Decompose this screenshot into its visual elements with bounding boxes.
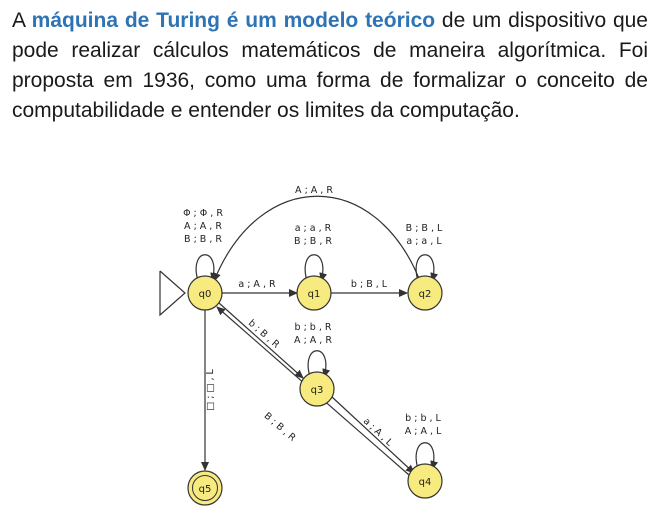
svg-text:q0: q0 — [199, 289, 212, 300]
svg-text:a ; a , R: a ; a , R — [295, 223, 332, 234]
node-q4: q4 — [407, 463, 443, 499]
edge-label-q4-q0: B ; B , R — [262, 411, 298, 444]
svg-text:A ; A , R: A ; A , R — [294, 335, 332, 346]
svg-text:B ; B , R: B ; B , R — [294, 236, 332, 247]
svg-text:B ; B , L: B ; B , L — [406, 223, 443, 234]
intro-paragraph: A máquina de Turing é um modelo teórico … — [12, 6, 648, 126]
edge-q0-q3 — [218, 302, 304, 379]
svg-text:A ; A , R: A ; A , R — [184, 221, 222, 232]
loop-label-q1: a ; a , R B ; B , R — [294, 223, 332, 247]
node-q5-accept: q5 — [187, 470, 223, 506]
edge-label-q1-q2: b ; B , L — [351, 279, 388, 290]
loop-label-q4: b ; b , L A ; A , L — [405, 413, 442, 437]
svg-text:a ; a , L: a ; a , L — [406, 236, 442, 247]
svg-text:b ; b , R: b ; b , R — [295, 322, 332, 333]
loop-q0 — [195, 254, 219, 282]
svg-text:Φ ; Φ , R: Φ ; Φ , R — [183, 208, 223, 219]
svg-text:q4: q4 — [419, 477, 432, 488]
edge-label-q3-q4: a ; A , L — [361, 416, 395, 449]
edge-label-q0-q1: a ; A , R — [238, 279, 276, 290]
node-q0: q0 — [187, 275, 223, 311]
svg-text:A ; A , L: A ; A , L — [405, 426, 442, 437]
svg-text:B ; B , R: B ; B , R — [184, 234, 222, 245]
intro-highlight: máquina de Turing é um modelo teórico — [31, 9, 436, 32]
edge-label-q0-q3: b ; B , R — [246, 318, 282, 351]
svg-text:q5: q5 — [199, 484, 212, 495]
loop-q1 — [304, 254, 328, 282]
edge-q3-q4 — [331, 396, 415, 474]
svg-text:q3: q3 — [311, 385, 324, 396]
edge-q2-q0 — [213, 195, 421, 282]
svg-text:b ; b , L: b ; b , L — [405, 413, 441, 424]
edge-label-q2-q0: A ; A , R — [295, 185, 333, 196]
start-arrow-icon — [159, 270, 186, 317]
intro-text-start: A — [12, 9, 32, 32]
loop-q3 — [307, 350, 331, 378]
loop-label-q0: Φ ; Φ , R A ; A , R B ; B , R — [183, 208, 223, 245]
node-q1: q1 — [296, 275, 332, 311]
edge-label-q0-q5: □ ; □ , L — [205, 369, 216, 411]
loop-q4 — [415, 442, 439, 470]
loop-label-q2: B ; B , L a ; a , L — [406, 223, 443, 247]
svg-text:q1: q1 — [308, 289, 321, 300]
node-q3: q3 — [299, 371, 335, 407]
node-q2: q2 — [407, 275, 443, 311]
loop-label-q3: b ; b , R A ; A , R — [294, 322, 332, 346]
intro-text-rest: de um dispositivo que pode realizar cálc… — [12, 9, 648, 122]
svg-text:q2: q2 — [419, 289, 432, 300]
